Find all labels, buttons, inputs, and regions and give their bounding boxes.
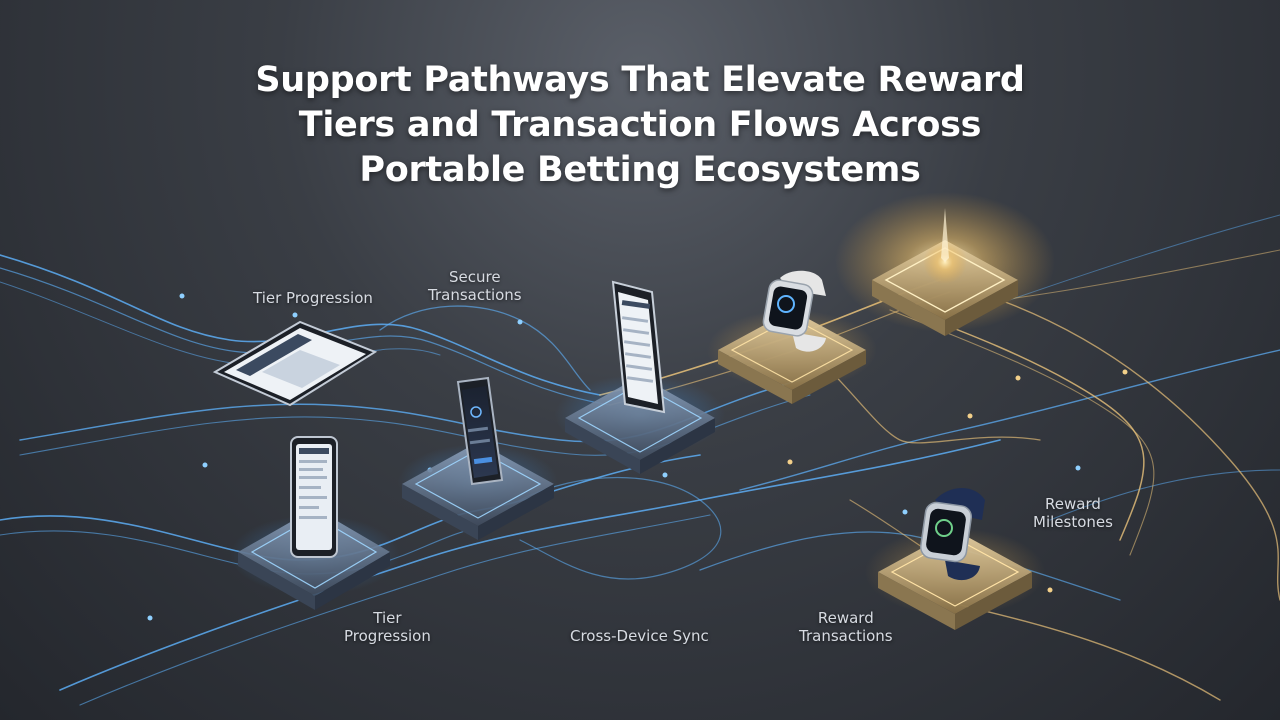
smartwatch-icon: [762, 270, 826, 352]
label-line: Reward: [1045, 495, 1101, 513]
label-line: Progression: [344, 627, 431, 645]
label-tier-progression-bottom: Tier Progression: [344, 609, 431, 645]
title-line-2: Tiers and Transaction Flows Across: [298, 105, 982, 145]
label-line: Reward: [817, 609, 874, 627]
label-tier-progression-top: Tier Progression: [253, 289, 373, 307]
smartwatch-icon: [920, 488, 985, 581]
label-reward-transactions: Reward Transactions: [799, 609, 893, 645]
label-line: Secure: [449, 268, 501, 286]
label-line: Transactions: [428, 286, 522, 304]
smartphone-icon: [456, 376, 504, 486]
label-line: Tier: [373, 609, 402, 627]
label-cross-device-sync: Cross-Device Sync: [570, 627, 709, 645]
title-line-3: Portable Betting Ecosystems: [359, 150, 921, 190]
page-title: Support Pathways That Elevate Reward Tie…: [140, 58, 1140, 193]
label-reward-milestones: Reward Milestones: [1033, 495, 1113, 531]
platform-gold-watch: [707, 310, 877, 404]
path-nodes: [147, 293, 1128, 621]
label-line: Milestones: [1033, 513, 1113, 531]
platform-gold-glow: [835, 192, 1055, 336]
smartphone-icon: [611, 280, 666, 414]
smartphone-icon: [212, 320, 378, 407]
title-line-1: Support Pathways That Elevate Reward: [255, 60, 1025, 100]
smartphone-icon: [290, 436, 338, 558]
label-line: Transactions: [799, 627, 893, 645]
platform-center: [555, 375, 725, 474]
label-secure-transactions: Secure Transactions: [428, 268, 522, 304]
